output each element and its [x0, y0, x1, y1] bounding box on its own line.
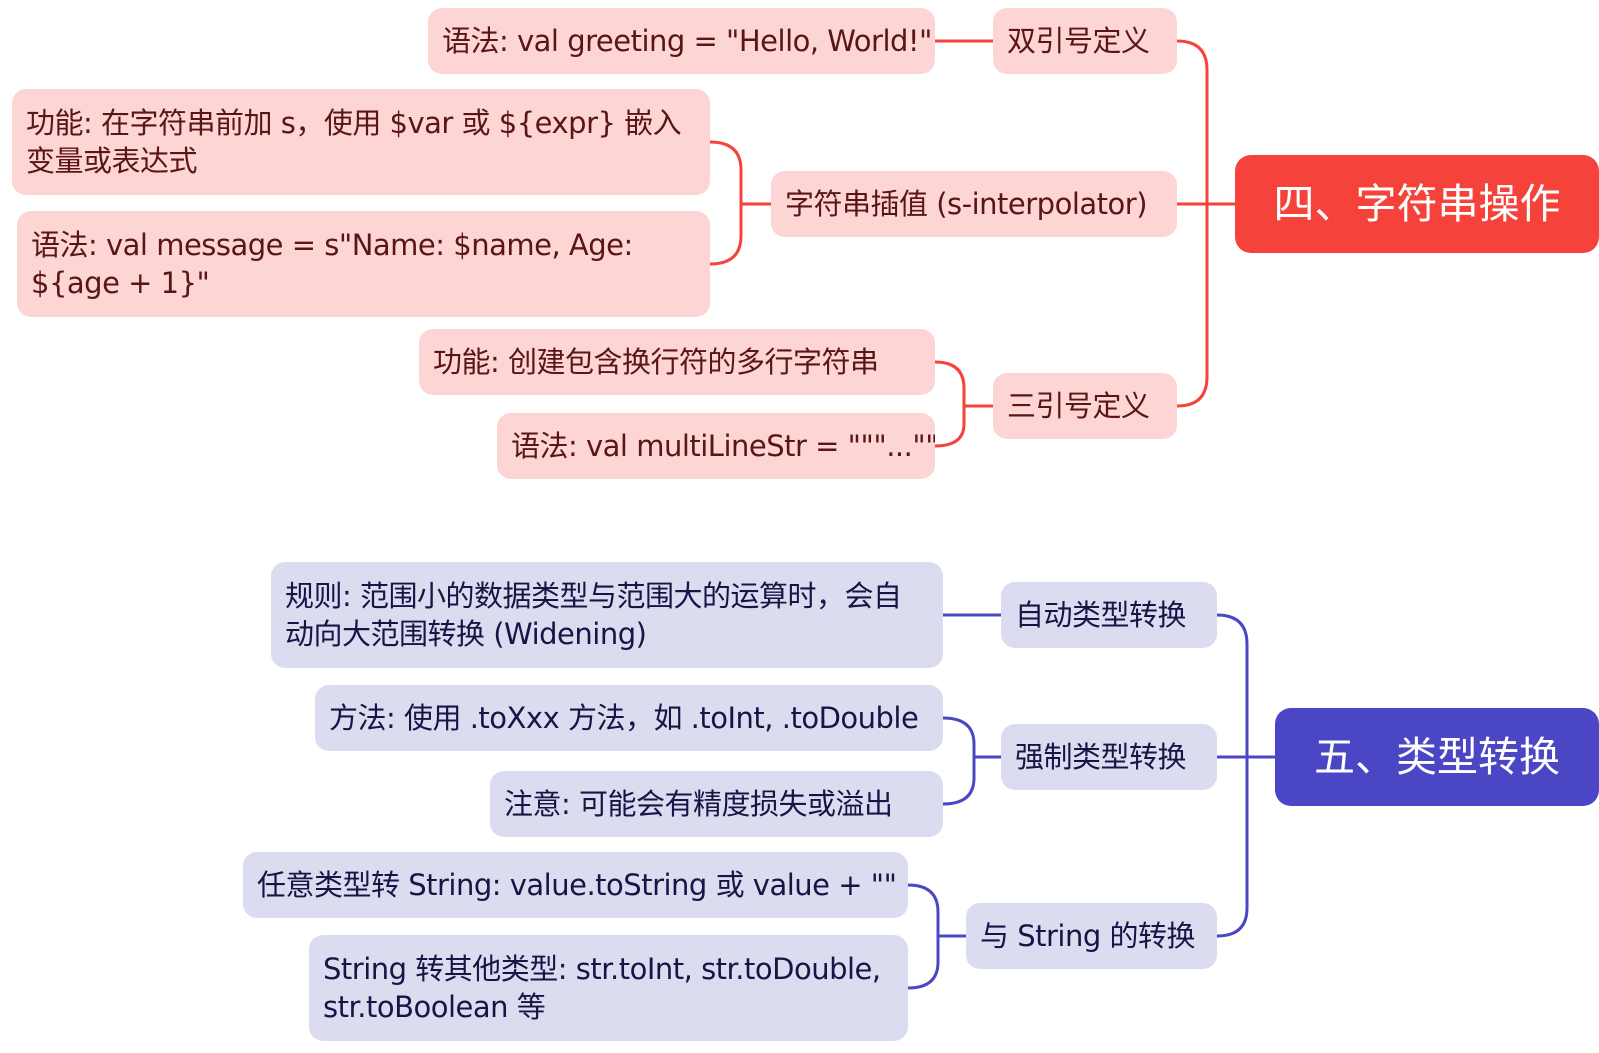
leaf-auto-rule[interactable]: 规则: 范围小的数据类型与范围大的运算时，会自动向大范围转换 (Widening… — [271, 562, 943, 668]
topic-triple-quote[interactable]: 三引号定义 — [993, 373, 1177, 439]
root-label: 五、类型转换 — [1314, 733, 1560, 781]
link-triple-children — [934, 360, 993, 448]
leaf-to-string[interactable]: 任意类型转 String: value.toString 或 value + "… — [243, 852, 908, 918]
root-node-string-ops[interactable]: 四、字符串操作 — [1235, 155, 1599, 253]
leaf-interpolation-syntax[interactable]: 语法: val message = s"Name: $name, Age: ${… — [17, 211, 710, 317]
link-string-children — [907, 883, 966, 990]
topic-string-conversion[interactable]: 与 String 的转换 — [966, 903, 1217, 969]
leaf-forced-note[interactable]: 注意: 可能会有精度损失或溢出 — [490, 771, 943, 837]
leaf-double-quote-syntax[interactable]: 语法: val greeting = "Hello, World!" — [428, 8, 935, 74]
link-spine-strings — [1176, 39, 1209, 408]
leaf-triple-quote-syntax[interactable]: 语法: val multiLineStr = """...""" — [497, 413, 935, 479]
leaf-interpolation-function[interactable]: 功能: 在字符串前加 s，使用 $var 或 ${expr} 嵌入变量或表达式 — [12, 89, 710, 195]
link-forced-children — [942, 716, 1001, 806]
topic-double-quote[interactable]: 双引号定义 — [993, 8, 1177, 74]
root-node-type-conversion[interactable]: 五、类型转换 — [1275, 708, 1599, 806]
leaf-from-string[interactable]: String 转其他类型: str.toInt, str.toDouble, s… — [309, 935, 908, 1041]
link-spine-conversion — [1216, 613, 1249, 938]
leaf-triple-quote-function[interactable]: 功能: 创建包含换行符的多行字符串 — [419, 329, 935, 395]
leaf-forced-method[interactable]: 方法: 使用 .toXxx 方法，如 .toInt, .toDouble — [315, 685, 943, 751]
topic-interpolation[interactable]: 字符串插值 (s-interpolator) — [771, 171, 1177, 237]
topic-forced-conversion[interactable]: 强制类型转换 — [1001, 724, 1217, 790]
link-interp-children — [709, 140, 771, 266]
root-label: 四、字符串操作 — [1273, 180, 1561, 228]
topic-auto-conversion[interactable]: 自动类型转换 — [1001, 582, 1217, 648]
